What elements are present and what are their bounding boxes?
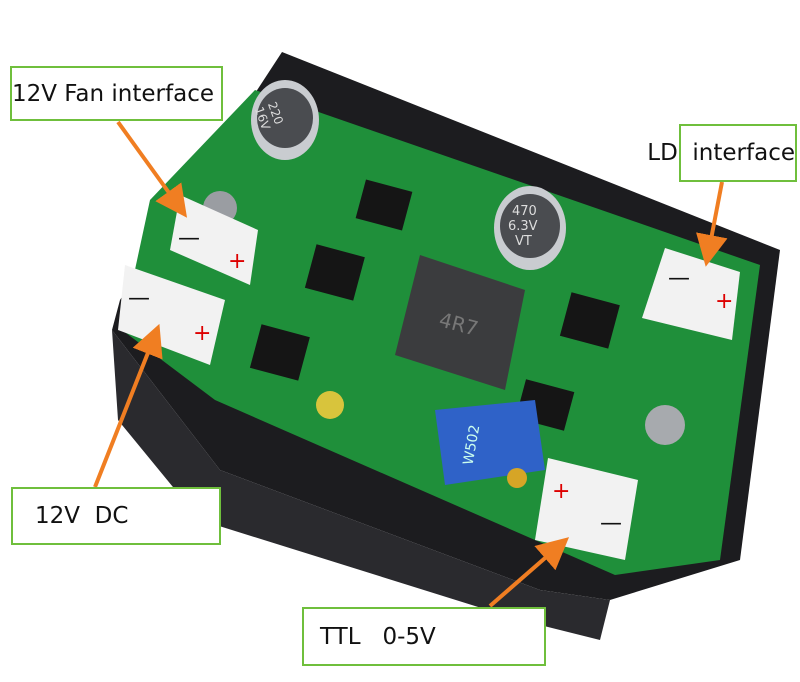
svg-text:—: — xyxy=(668,266,690,291)
inductor: 4R7 xyxy=(395,255,525,390)
dc-input-label: 12V DC xyxy=(11,487,221,545)
dc-arrow xyxy=(93,323,163,488)
ttl-connector: + — xyxy=(535,458,638,560)
svg-text:6.3V: 6.3V xyxy=(508,219,538,234)
ld-connector: — + xyxy=(642,248,740,340)
ld-interface-label: LD interface xyxy=(647,124,797,182)
fan-interface-text: 12V Fan interface xyxy=(12,80,214,107)
fan-arrow xyxy=(116,120,188,218)
svg-text:+: + xyxy=(715,289,733,314)
ld-interface-text: LD interface xyxy=(647,140,795,166)
ttl-input-label: TTL 0-5V xyxy=(302,607,546,666)
svg-text:—: — xyxy=(600,511,622,536)
svg-text:+: + xyxy=(193,321,211,346)
ld-arrow xyxy=(696,181,728,267)
svg-text:+: + xyxy=(228,249,246,274)
svg-text:—: — xyxy=(178,226,200,251)
fan-interface-label: 12V Fan interface xyxy=(10,66,223,121)
fan-connector: — + xyxy=(170,195,258,285)
led xyxy=(316,391,344,419)
svg-text:+: + xyxy=(552,479,570,504)
svg-text:VT: VT xyxy=(515,234,532,249)
svg-text:W502: W502 xyxy=(461,424,484,467)
svg-text:—: — xyxy=(128,286,150,311)
ttl-arrow xyxy=(488,537,570,608)
capacitor-470uf: 470 6.3V VT xyxy=(494,186,566,270)
potentiometer: W502 xyxy=(435,400,545,488)
ttl-input-text: TTL 0-5V xyxy=(320,623,436,650)
capacitor-220uf: 220 16V xyxy=(251,80,319,160)
dc-input-text: 12V DC xyxy=(35,503,129,529)
svg-text:470: 470 xyxy=(512,204,537,219)
